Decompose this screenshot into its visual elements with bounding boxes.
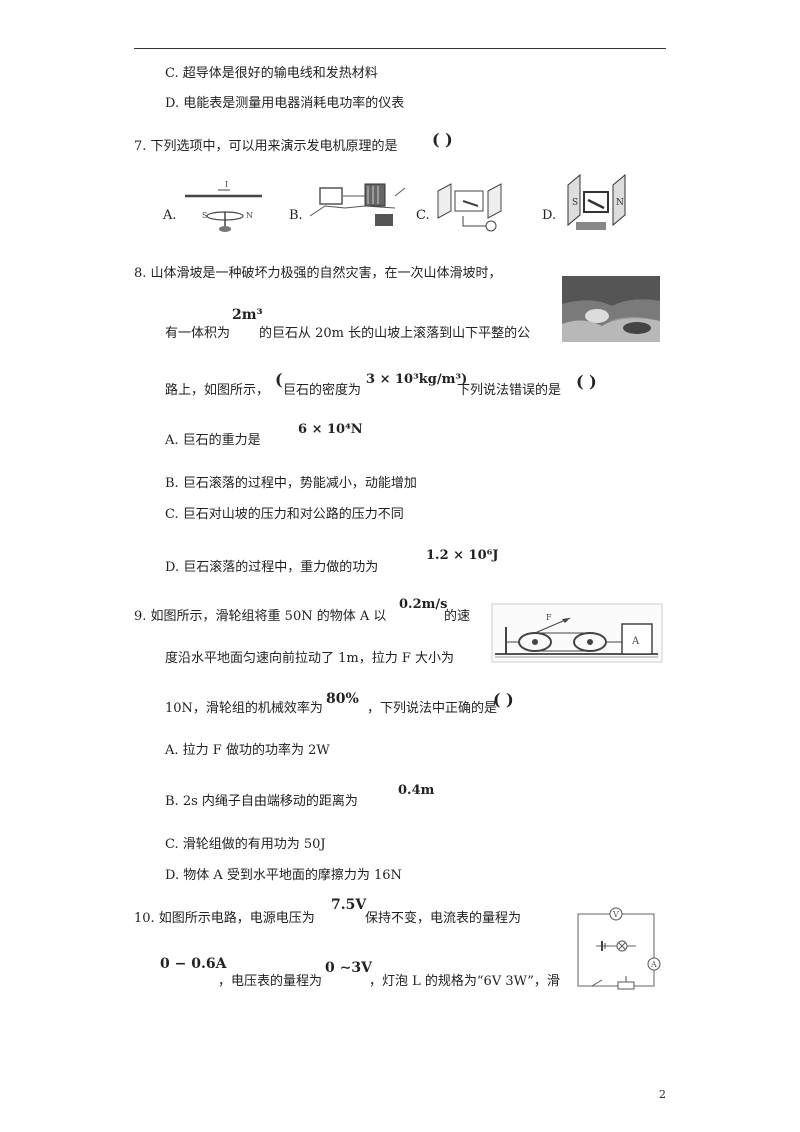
header-rule: [134, 48, 666, 49]
q10-line-2b: ，灯泡 L 的规格为“6V 3W”，滑: [369, 974, 560, 989]
q9-line-2: 度沿水平地面匀速向前拉动了 1m，拉力 F 大小为: [165, 651, 455, 666]
q9-line-1b: 的速: [444, 609, 471, 624]
q10-ammeter-range: 0 − 0.6A: [160, 956, 227, 972]
q10-voltage: 7.5V: [331, 897, 367, 913]
q8-option-a-value: 6 × 10⁴N: [298, 422, 363, 437]
fig-object-label: A: [631, 636, 640, 647]
q7-figure-c: [437, 183, 502, 232]
q10-circuit-figure: V A: [577, 907, 661, 990]
q9-line-1a: 9. 如图所示，滑轮组将重 50N 的物体 A 以: [134, 609, 387, 624]
svg-text:N: N: [616, 198, 624, 208]
q8-line-2b: 的巨石从 20m 长的山坡上滚落到山下平整的公: [259, 326, 531, 341]
q9-line-3a: 10N，滑轮组的机械效率为: [165, 701, 323, 716]
q8-option-d: D. 巨石滚落的过程中，重力做的功为: [165, 560, 379, 575]
q8-density: 3 × 10³kg/m³): [366, 372, 468, 387]
q7-stem: 7. 下列选项中，可以用来演示发电机原理的是: [134, 139, 398, 154]
q9-option-d: D. 物体 A 受到水平地面的摩擦力为 16N: [165, 868, 402, 883]
q10-voltmeter-range: 0 ∼3V: [325, 960, 372, 976]
q8-line-3a: 路上，如图所示，: [165, 383, 270, 398]
q8-option-c: C. 巨石对山坡的压力和对公路的压力不同: [165, 507, 404, 522]
q10-line-1b: 保持不变，电流表的量程为: [365, 911, 522, 926]
q9-option-b: B. 2s 内绳子自由端移动的距离为: [165, 794, 358, 809]
q8-line-3b: 巨石的密度为: [283, 383, 362, 398]
q7-label-d: D.: [542, 208, 557, 223]
q8-open-paren: (: [275, 370, 283, 389]
q7-figure-d: S N: [567, 173, 626, 230]
option-d: D. 电能表是测量用电器消耗电功率的仪表: [165, 96, 405, 111]
fig-a-current-label: I: [225, 180, 228, 189]
q9-answer-paren: ( ): [493, 690, 514, 709]
q8-answer-paren: ( ): [576, 372, 597, 391]
q7-label-c: C.: [416, 208, 430, 223]
svg-text:S: S: [572, 198, 578, 208]
q10-line-2a: ，电压表的量程为: [218, 974, 323, 989]
q8-line-2a: 有一体积为: [165, 326, 231, 341]
q8-line-1: 8. 山体滑坡是一种破坏力极强的自然灾害，在一次山体滑坡时，: [134, 266, 502, 281]
fig-ammeter-label: A: [650, 960, 657, 969]
q8-option-b: B. 巨石滚落的过程中，势能减小，动能增加: [165, 476, 417, 491]
page-number: 2: [659, 1088, 666, 1101]
q9-option-b-value: 0.4m: [398, 783, 435, 798]
q7-answer-paren: ( ): [432, 130, 453, 149]
q7-label-b: B.: [289, 208, 303, 223]
fig-voltmeter-label: V: [612, 910, 619, 919]
q8-landslide-photo: [562, 276, 660, 342]
fig-force-label: F: [546, 613, 552, 622]
q7-figure-b: [309, 183, 406, 226]
q9-efficiency: 80%: [326, 691, 359, 707]
q9-option-a: A. 拉力 F 做功的功率为 2W: [165, 743, 330, 758]
q8-option-a: A. 巨石的重力是: [165, 433, 261, 448]
svg-text:S: S: [202, 211, 207, 220]
q8-volume: 2m³: [232, 307, 263, 323]
q7-figure-a: I S N: [185, 180, 262, 232]
q8-option-d-value: 1.2 × 10⁶J: [426, 548, 499, 563]
svg-text:N: N: [246, 211, 253, 220]
option-c: C. 超导体是很好的输电线和发热材料: [165, 66, 378, 81]
q9-speed: 0.2m/s: [399, 597, 448, 612]
q9-line-3b: ，下列说法中正确的是: [367, 701, 498, 716]
q7-label-a: A.: [163, 208, 177, 223]
q10-line-1a: 10. 如图所示电路，电源电压为: [134, 911, 315, 926]
q9-option-c: C. 滑轮组做的有用功为 50J: [165, 837, 326, 852]
q9-pulley-figure: F A: [491, 603, 663, 663]
q8-line-3c: 下列说法错误的是: [457, 383, 562, 398]
